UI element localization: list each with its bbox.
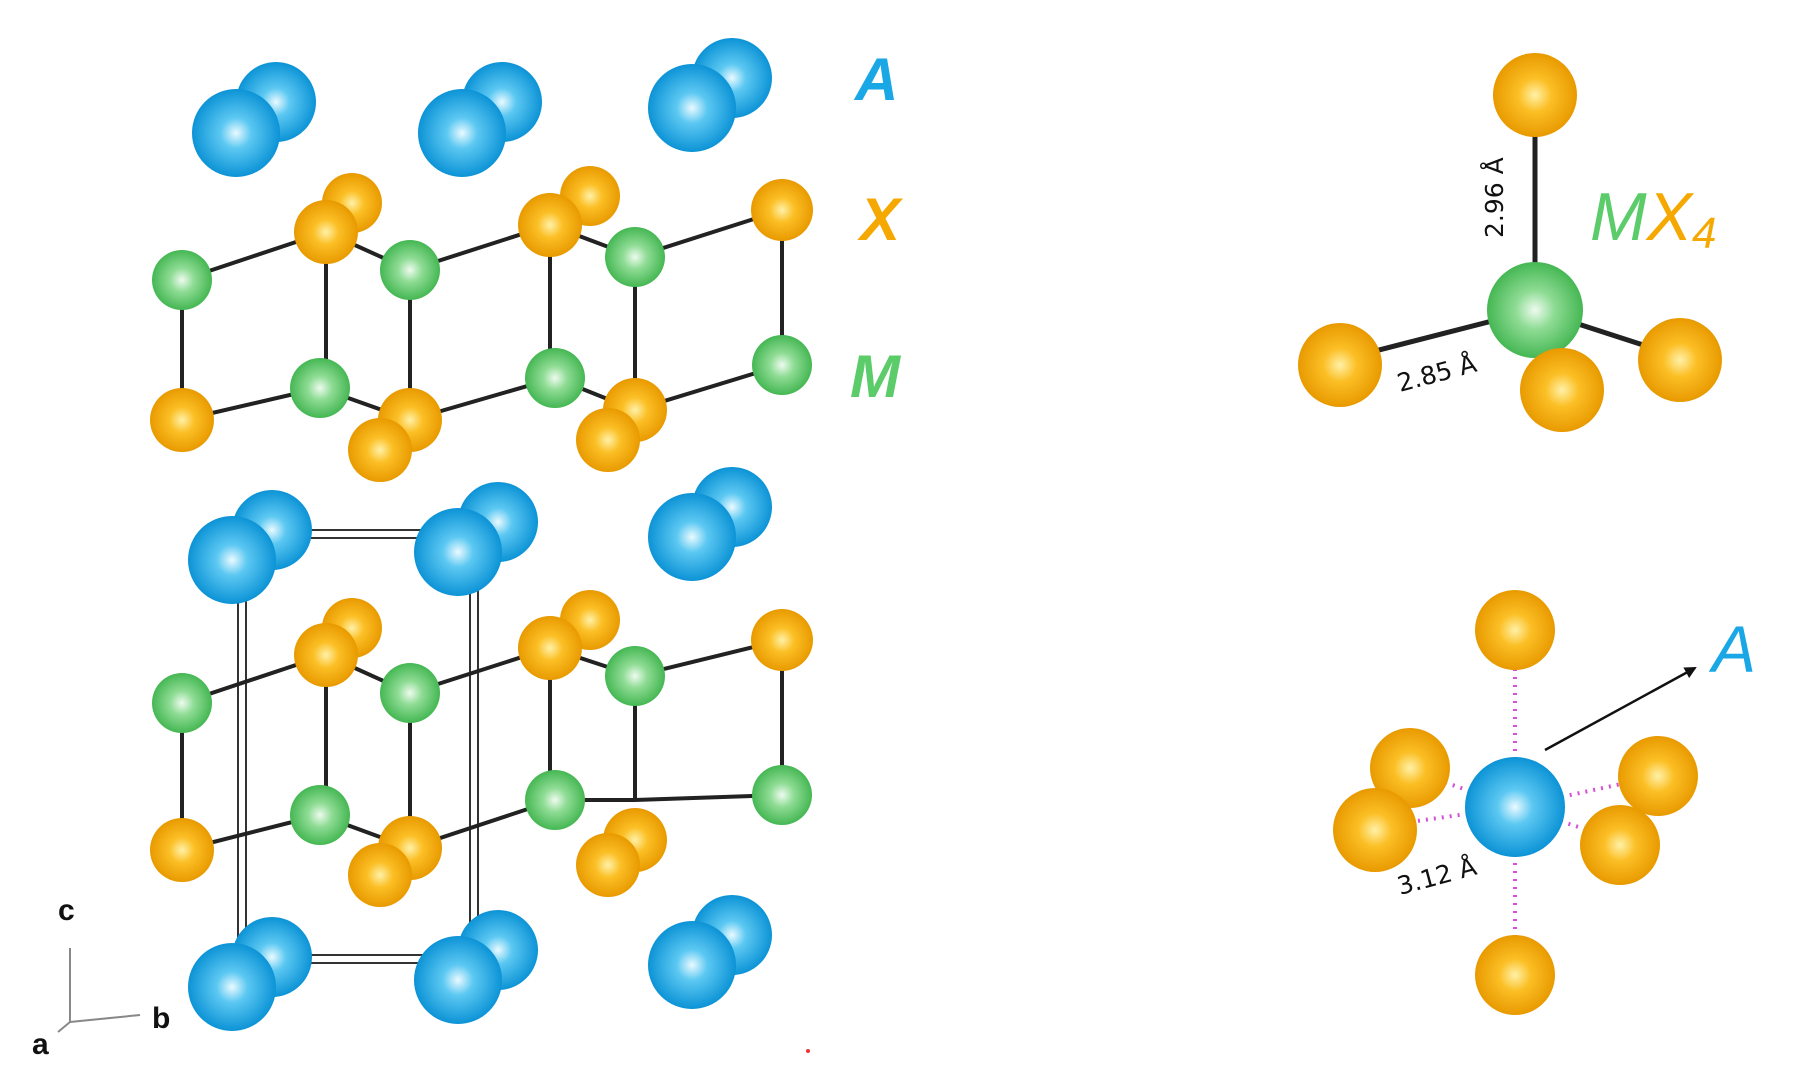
- mx4-tetrahedron: [1298, 53, 1722, 432]
- legend-label-a: A: [853, 46, 898, 113]
- axis-indicator: c b a: [32, 894, 170, 1061]
- a-site-atoms: [188, 38, 772, 1031]
- formula-m-part: M: [1590, 179, 1647, 255]
- m-site-atoms: [152, 227, 812, 845]
- formula-subscript: 4: [1692, 209, 1716, 258]
- marker-dot: [806, 1049, 810, 1053]
- mx4-bonds-layer-1: [180, 208, 784, 422]
- mx4-bonds-layer-2: [180, 638, 784, 852]
- formula-x-part: X: [1645, 179, 1695, 255]
- crystal-lattice: [150, 38, 813, 1031]
- tetrahedron-formula: MX4: [1590, 179, 1717, 258]
- a-x-distance: 3.12 Å: [1394, 852, 1479, 901]
- axis-label-a: a: [32, 1028, 49, 1061]
- axis-label-c: c: [58, 894, 75, 927]
- legend-label-m: M: [850, 343, 902, 410]
- legend-label-x: X: [857, 186, 904, 253]
- x-site-atoms: [150, 166, 813, 907]
- bond-length-basal: 2.85 Å: [1394, 349, 1479, 398]
- a-site-coordination: [1333, 590, 1698, 1015]
- bond-length-vertical: 2.96 Å: [1480, 157, 1509, 238]
- a-site-label: A: [1708, 612, 1756, 686]
- axis-label-b: b: [152, 1002, 170, 1035]
